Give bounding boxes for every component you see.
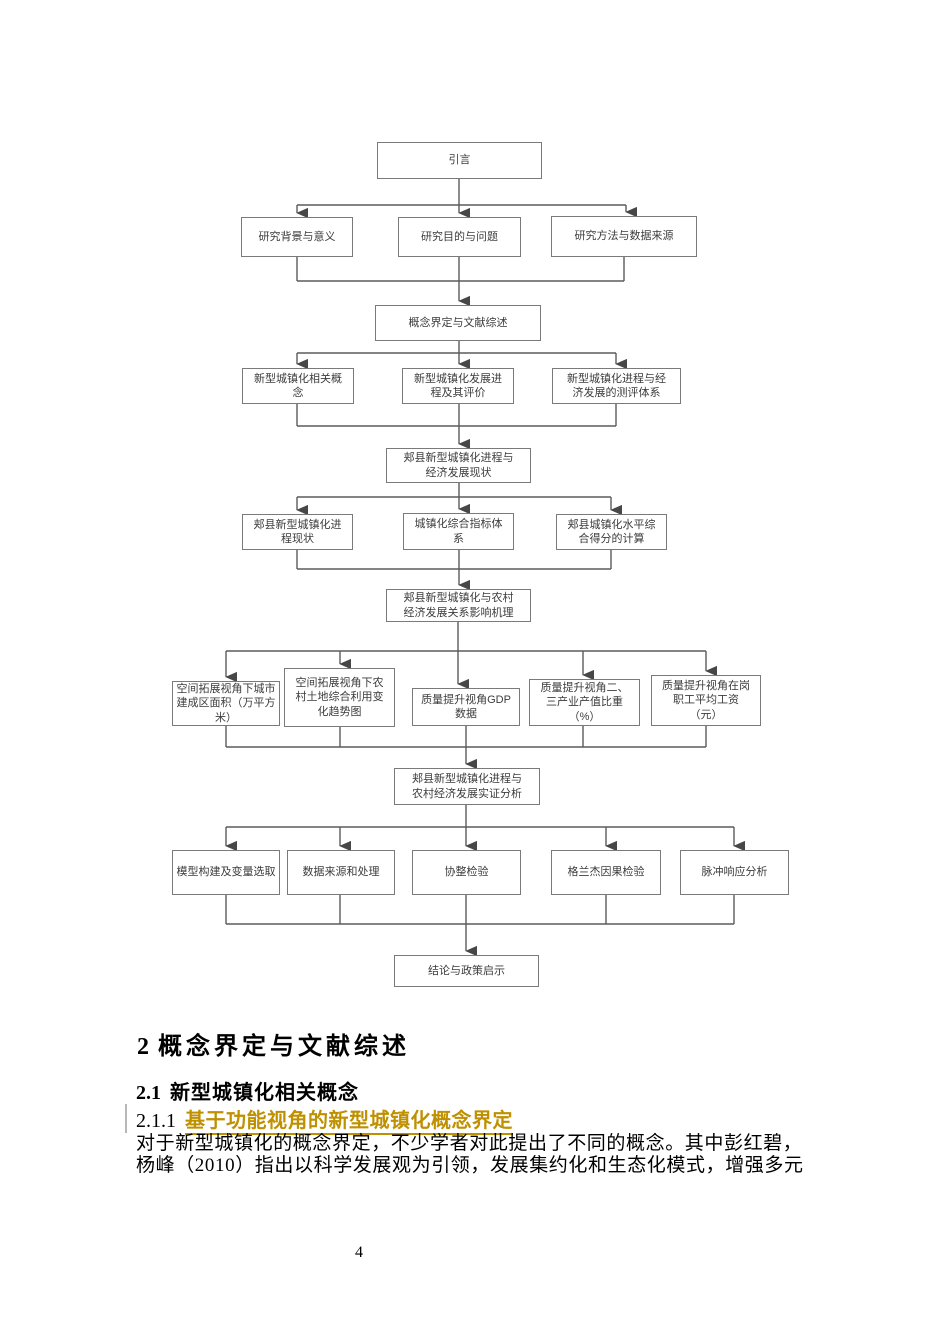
page-number: 4 — [355, 1244, 363, 1261]
heading-2-1-text: 新型城镇化相关概念 — [170, 1082, 359, 1104]
section-heading-2-1: 2.1 新型城镇化相关概念 — [136, 1076, 359, 1105]
flow-box-empirical: 郏县新型城镇化进程与 农村经济发展实证分析 — [394, 768, 540, 805]
flow-box-conclusion: 结论与政策启示 — [394, 955, 539, 987]
flow-box-process-status: 郏县新型城镇化进 程现状 — [242, 514, 353, 550]
heading-2-1-1-link-text: 基于功能视角的新型城镇化概念界定 — [185, 1110, 513, 1135]
flow-box-data-processing: 数据来源和处理 — [287, 850, 395, 895]
body-line: 对于新型城镇化的概念界定，不少学者对此提出了不同的概念。其中彭红碧， — [136, 1133, 803, 1154]
flow-box-granger: 格兰杰因果检验 — [551, 850, 661, 895]
section-heading-2: 2 概念界定与文献综述 — [137, 1026, 410, 1061]
flow-box-evaluation: 新型城镇化进程与经 济发展的测评体系 — [552, 368, 681, 404]
flow-box-built-area: 空间拓展视角下城市 建成区面积（万平方 米） — [172, 681, 280, 726]
flow-box-industry-share: 质量提升视角二、 三产业产值比重 （%） — [529, 679, 640, 726]
heading-2-1-1-number: 2.1.1 — [136, 1110, 176, 1132]
flow-box-background: 研究背景与意义 — [241, 217, 353, 257]
flow-box-model: 模型构建及变量选取 — [172, 850, 280, 895]
body-paragraph: 对于新型城镇化的概念界定，不少学者对此提出了不同的概念。其中彭红碧， 杨峰（20… — [136, 1133, 804, 1177]
flow-box-cointegration: 协整检验 — [412, 850, 521, 895]
flow-box-development: 新型城镇化发展进 程及其评价 — [402, 368, 514, 404]
flow-box-indicator-system: 城镇化综合指标体 系 — [403, 513, 514, 550]
heading-2-1-number: 2.1 — [136, 1082, 161, 1104]
flow-box-intro: 引言 — [377, 142, 542, 179]
flow-box-methods: 研究方法与数据来源 — [551, 216, 697, 257]
flow-box-purpose: 研究目的与问题 — [398, 217, 521, 257]
body-line: 杨峰（2010）指出以科学发展观为引领，发展集约化和生态化模式，增强多元 — [136, 1155, 804, 1176]
section-heading-2-1-1: 2.1.1 基于功能视角的新型城镇化概念界定 — [136, 1104, 513, 1135]
revision-change-bar — [125, 1104, 127, 1133]
flow-box-score-calc: 郏县城镇化水平综 合得分的计算 — [556, 514, 667, 550]
flow-box-mechanism: 郏县新型城镇化与农村 经济发展关系影响机理 — [386, 589, 531, 622]
heading-2-text: 概念界定与文献综述 — [158, 1033, 410, 1060]
flow-box-wage: 质量提升视角在岗 职工平均工资 （元） — [651, 675, 761, 726]
flow-box-land-use: 空间拓展视角下农 村土地综合利用变 化趋势图 — [284, 668, 395, 727]
flow-box-literature: 概念界定与文献综述 — [375, 305, 541, 341]
flow-box-concepts: 新型城镇化相关概 念 — [242, 368, 354, 404]
flow-box-impulse: 脉冲响应分析 — [680, 850, 789, 895]
flow-box-gdp: 质量提升视角GDP 数据 — [412, 688, 520, 726]
connector-lines — [225, 179, 746, 957]
heading-2-number: 2 — [137, 1034, 149, 1060]
flow-box-status: 郏县新型城镇化进程与 经济发展现状 — [386, 448, 531, 483]
connector-arrows — [225, 179, 746, 957]
